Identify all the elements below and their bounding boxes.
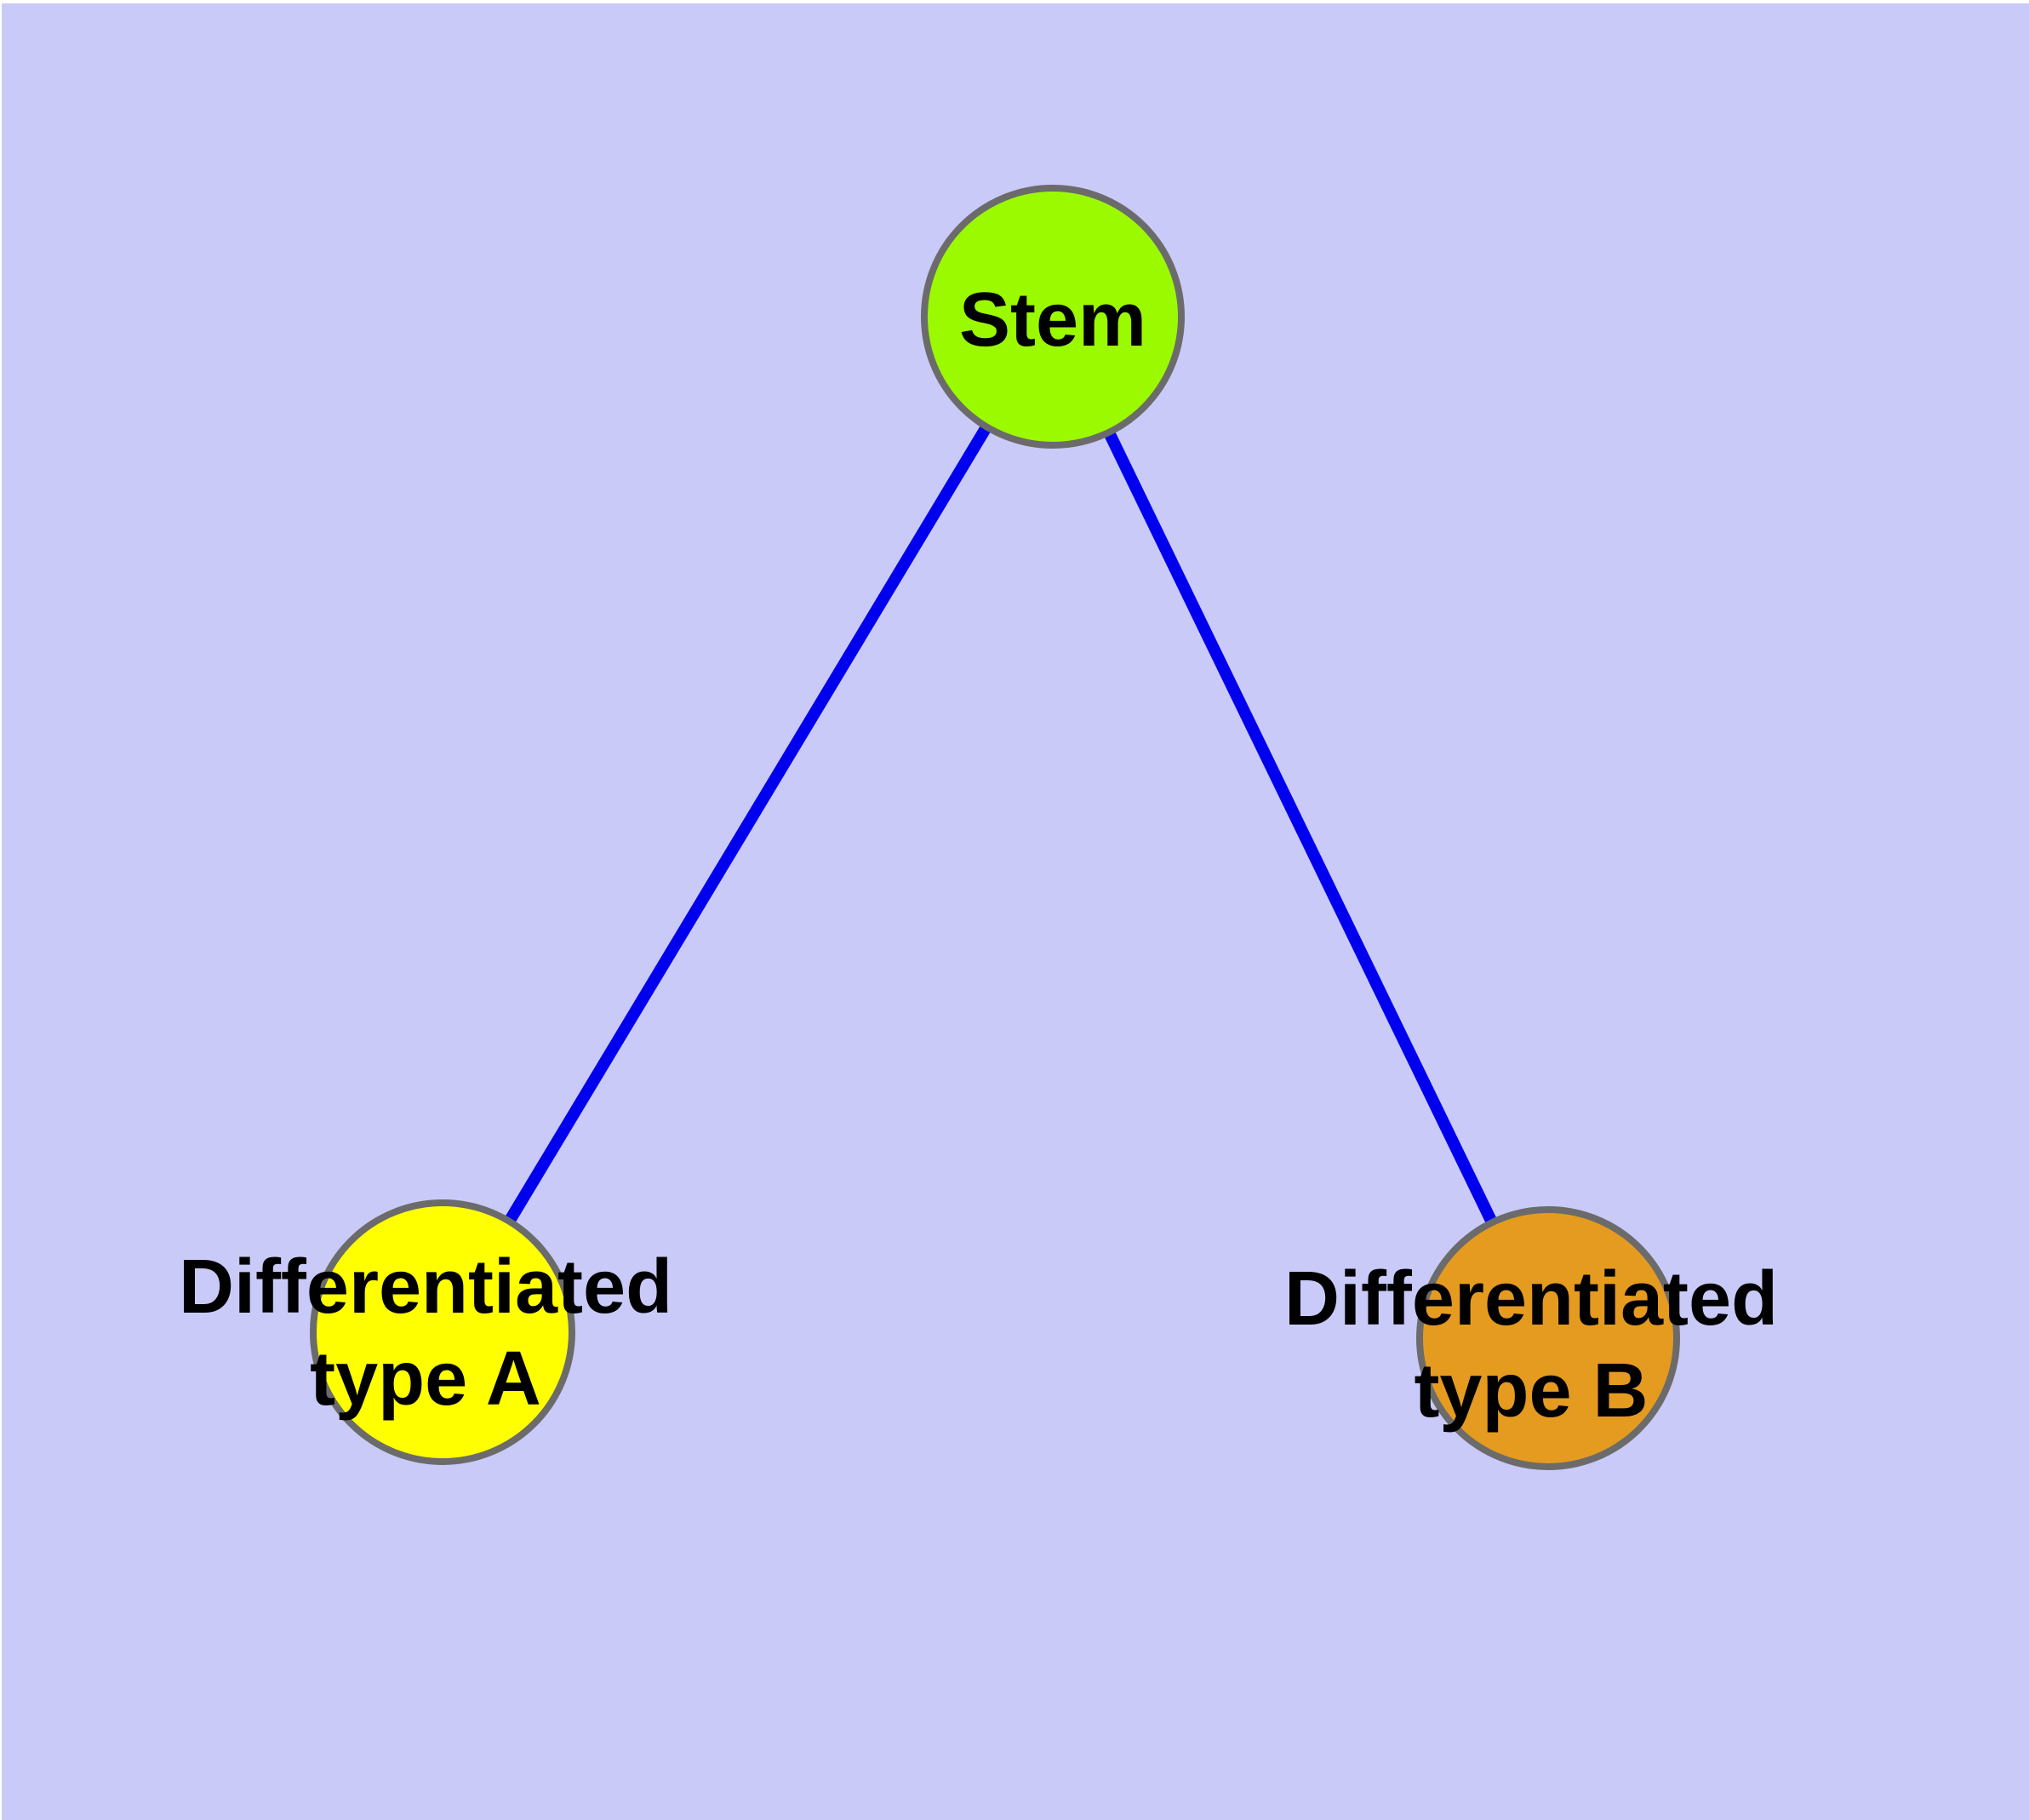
node-label-differentiated-type-a: Differentiated type A bbox=[179, 1241, 672, 1425]
node-circle-diff-a bbox=[310, 1199, 575, 1465]
node-circle-diff-b bbox=[1416, 1206, 1680, 1470]
node-label-differentiated-type-b-line-1: Differentiated bbox=[1283, 1256, 1779, 1342]
node-label-stem: Stem bbox=[959, 274, 1146, 366]
edge-stem-to-diff-b bbox=[1047, 313, 1554, 1342]
edge-stem-to-diff-a bbox=[437, 313, 1058, 1336]
node-label-differentiated-type-a-line-2: type A bbox=[310, 1336, 541, 1422]
node-label-differentiated-type-b: Differentiated type B bbox=[1284, 1253, 1778, 1437]
node-label-differentiated-type-b-line-2: type B bbox=[1414, 1348, 1649, 1434]
node-label-stem-line-1: Stem bbox=[958, 278, 1147, 363]
node-circle-stem bbox=[921, 185, 1185, 449]
node-label-differentiated-type-a-line-1: Differentiated bbox=[178, 1245, 673, 1330]
